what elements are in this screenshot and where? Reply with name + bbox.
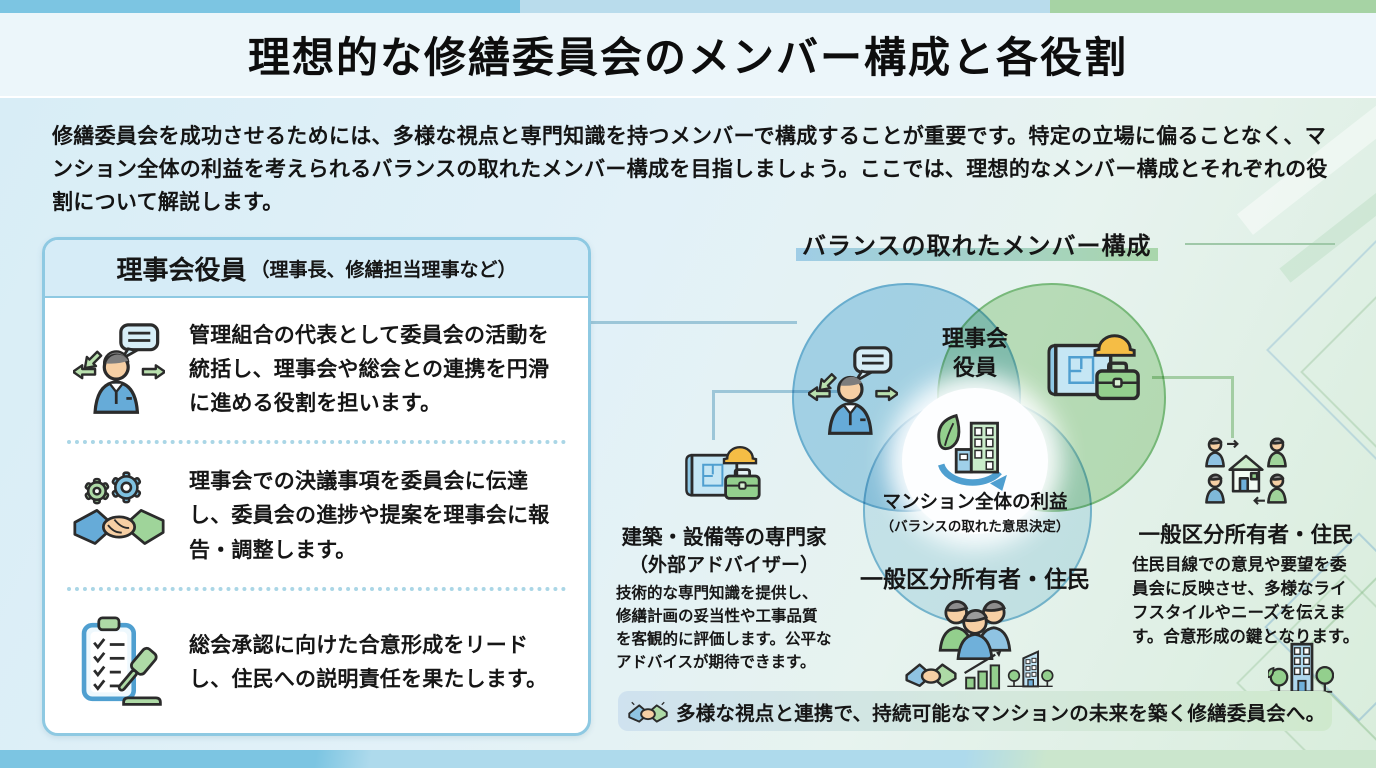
top-bar-segment-lightblue [520, 0, 1050, 13]
banner-text: 多様な視点と連携で、持続可能なマンションの未来を築く修繕委員会へ。 [676, 701, 1326, 725]
page-title: 理想的な修繕委員会のメンバー構成と各役割 [247, 33, 1128, 82]
role-item-coordinate: 理事会での決議事項を委員会に伝達し、委員会の進捗や提案を理事会に報告・調整します… [45, 444, 588, 586]
board-card: 理事会役員 （理事長、修繕担当理事など） [42, 237, 591, 736]
role-item-text: 総会承認に向けた合意形成をリードし、住民への説明責任を果たします。 [189, 632, 548, 691]
role-item-text: 理事会での決議事項を委員会に伝達し、委員会の進捗や提案を理事会に報告・調整します… [189, 469, 550, 562]
venn-center-title: マンション全体の利益 [882, 492, 1068, 513]
venn-section-title-wrap: バランスの取れたメンバー構成 [796, 226, 1158, 261]
venn-title-underline [796, 248, 1158, 261]
venn-bottom-label: 一般区分所有者・住民 [860, 567, 1090, 593]
board-card-title: 理事会役員 [116, 255, 247, 286]
connector-expert-vertical [712, 390, 715, 440]
gears-handshake-icon [73, 469, 165, 561]
role-item-text: 管理組合の代表として委員会の活動を統括し、理事会や総会との連携を円滑に進める役割… [189, 323, 550, 416]
connector-card-to-venn [585, 321, 797, 324]
role-item-consensus: 総会承認に向けた合意形成をリードし、住民への説明責任を果たします。 [45, 591, 588, 733]
building-trees-icon [1006, 642, 1054, 696]
venn-center-text: マンション全体の利益 （バランスの取れた意思決定） [858, 488, 1092, 535]
dotted-divider [67, 440, 566, 445]
top-bar-segment-blue [0, 0, 520, 13]
expert-description: 技術的な専門知識を提供し、修繕計画の妥当性や工事品質を客観的に評価します。公平な… [616, 584, 832, 671]
venn-center-subtitle: （バランスの取れた意思決定） [880, 519, 1070, 535]
growth-chart-icon [960, 646, 1006, 694]
connector-residents-horizontal [1152, 376, 1234, 379]
community-house-icon [1203, 434, 1289, 514]
dotted-divider [67, 586, 566, 591]
connector-expert-horizontal [712, 390, 858, 393]
people-group-icon [928, 592, 1022, 661]
blueprint-hardhat-toolbox-icon [681, 436, 767, 516]
decor-title-line [1185, 243, 1335, 245]
checklist-gavel-icon [73, 616, 165, 708]
blueprint-hardhat-toolbox-icon [1046, 322, 1144, 420]
board-card-header: 理事会役員 （理事長、修繕担当理事など） [45, 240, 588, 298]
leader-communication-icon [806, 346, 900, 436]
venn-top-label: 理事会 役員 [941, 327, 1008, 381]
leader-communication-icon [71, 323, 167, 415]
intro-text: 修繕委員会を成功させるためには、多様な視点と専門知識を持つメンバーで構成すること… [52, 124, 1328, 215]
residents-heading: 一般区分所有者・住民 [1138, 523, 1354, 548]
handshake-icon [905, 652, 957, 692]
residents-description: 住民目線での意見や要望を委員会に反映させ、多様なライフスタイルやニーズを伝えます… [1132, 555, 1360, 646]
expert-subheading: （外部アドバイザー） [628, 554, 819, 576]
banner-handshake-icon [628, 696, 668, 726]
bottom-accent-bar [0, 750, 1376, 768]
role-item-lead: 管理組合の代表として委員会の活動を統括し、理事会や総会との連携を円滑に進める役割… [45, 298, 588, 440]
title-band: 理想的な修繕委員会のメンバー構成と各役割 [0, 13, 1376, 98]
board-card-title-note: （理事長、修繕担当理事など） [250, 258, 517, 281]
connector-residents-vertical [1231, 376, 1234, 438]
top-accent-bar [0, 0, 1376, 13]
building-trees-icon [1266, 640, 1335, 696]
top-bar-segment-green [1050, 0, 1376, 13]
eco-building-cycle-icon [928, 410, 1022, 492]
footer-banner: 多様な視点と連携で、持続可能なマンションの未来を築く修繕委員会へ。 [618, 691, 1332, 731]
venn-section-title: バランスの取れたメンバー構成 [802, 232, 1152, 260]
expert-heading: 建築・設備等の専門家 [621, 525, 827, 549]
residents-block: 一般区分所有者・住民 住民目線での意見や要望を委員会に反映させ、多様なライフスタ… [1126, 434, 1366, 649]
expert-block: 建築・設備等の専門家 （外部アドバイザー） 技術的な専門知識を提供し、修繕計画の… [610, 436, 838, 674]
